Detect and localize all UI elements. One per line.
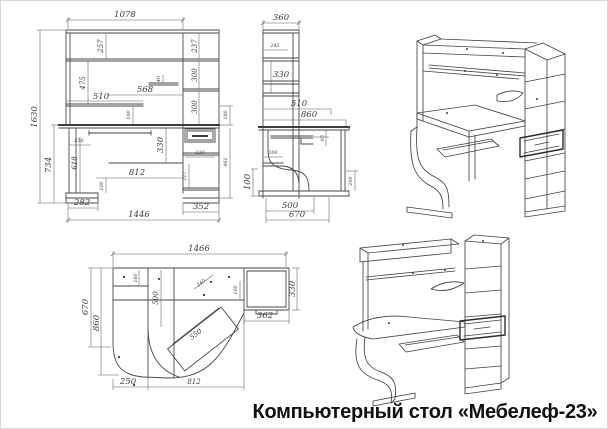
perspective-view-lower-drawing xyxy=(352,234,510,407)
top-view-drawing: 1466 670 860 160 500 240 100 550 330 362… xyxy=(81,244,300,390)
dim-label: 217 xyxy=(182,170,188,181)
dim-label: 95 xyxy=(320,135,326,141)
dim-label: 100 xyxy=(99,181,105,190)
top-view-geometry xyxy=(112,267,290,387)
dim-label: 330 xyxy=(288,280,298,297)
dim-label: 200 xyxy=(348,176,354,186)
dim-label: 250 xyxy=(119,377,137,387)
dim-label: 618 xyxy=(71,156,79,170)
dim-label: 1446 xyxy=(128,210,150,220)
dim-label: 670 xyxy=(81,298,91,315)
front-view-dimensions xyxy=(37,17,233,223)
perspective-view-upper-drawing xyxy=(406,34,566,219)
dim-label: 1630 xyxy=(30,106,40,128)
dim-label: 250 xyxy=(73,138,83,144)
side-view-labels: 360 245 330 510 860 95 200 100 200 500 6… xyxy=(243,13,354,220)
dim-label: 240 xyxy=(195,278,207,289)
dim-label: 330 xyxy=(273,70,290,80)
dim-label: 1078 xyxy=(114,10,136,20)
dim-label: 257 xyxy=(97,39,105,54)
dim-label: 812 xyxy=(129,168,145,178)
product-title: Компьютерный стол «Мебелеф-23» xyxy=(252,401,598,423)
dim-label: 550 xyxy=(188,327,204,342)
dim-label: 282 xyxy=(73,198,90,208)
dim-label: 362 xyxy=(257,311,273,321)
dim-label: 245 xyxy=(269,43,279,49)
dim-label: 510 xyxy=(93,92,110,102)
dim-label: 100 xyxy=(243,173,253,190)
top-view-labels: 1466 670 860 160 500 240 100 550 330 362… xyxy=(81,244,298,387)
dim-label: 860 xyxy=(92,314,102,331)
dim-label: 300 xyxy=(191,100,199,114)
dim-label: 160 xyxy=(133,273,139,282)
dim-label: 320 xyxy=(195,150,204,156)
dim-label: 200 xyxy=(267,150,277,156)
dim-label: 100 xyxy=(126,110,132,119)
front-view-geometry xyxy=(58,29,220,204)
dim-label: 330 xyxy=(156,136,166,153)
perspective-lower-geometry xyxy=(352,234,510,407)
dim-label: 812 xyxy=(187,378,201,386)
dim-label: 461 xyxy=(223,157,229,167)
top-view-dimensions xyxy=(88,251,300,390)
dim-label: 860 xyxy=(301,110,318,120)
dim-label: 100 xyxy=(233,285,239,294)
dim-label: 360 xyxy=(273,13,290,23)
front-view-drawing: 1078 1630 734 257 475 510 568 40 100 237… xyxy=(30,10,233,223)
dim-label: 734 xyxy=(44,157,54,173)
perspective-upper-geometry xyxy=(406,34,566,219)
dim-label: 1466 xyxy=(188,244,210,254)
side-view-drawing: 360 245 330 510 860 95 200 100 200 500 6… xyxy=(243,13,358,223)
side-view-geometry xyxy=(258,29,350,199)
dim-label: 670 xyxy=(289,210,306,220)
dim-label: 352 xyxy=(193,202,209,212)
dim-label: 40 xyxy=(156,76,162,83)
dim-label: 500 xyxy=(152,291,160,305)
dim-label: 180 xyxy=(223,110,229,119)
dim-label: 568 xyxy=(137,85,154,95)
dim-label: 510 xyxy=(291,99,308,109)
dim-label: 237 xyxy=(191,39,199,54)
front-view-labels: 1078 1630 734 257 475 510 568 40 100 237… xyxy=(30,10,229,220)
side-view-dimensions xyxy=(251,20,358,223)
dim-label: 500 xyxy=(282,201,299,211)
dim-label: 475 xyxy=(79,76,87,91)
dim-label: 300 xyxy=(191,68,199,82)
